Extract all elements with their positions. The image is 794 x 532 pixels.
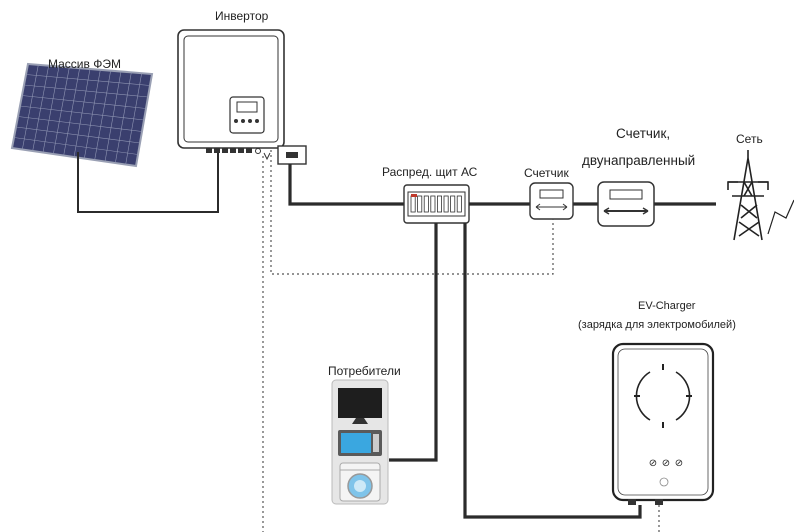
comm-line-meter xyxy=(270,150,554,275)
svg-text:⊘: ⊘ xyxy=(675,458,683,469)
ac-line-inverter xyxy=(288,164,404,206)
breaker xyxy=(456,195,462,213)
washing-machine-icon xyxy=(339,462,381,502)
breaker xyxy=(436,195,442,213)
svg-text:⊘: ⊘ xyxy=(649,458,657,469)
inverter-label: Инвертор xyxy=(215,9,269,23)
pv-array-label: Массив ФЭМ xyxy=(48,57,121,71)
consumers-label: Потребители xyxy=(328,364,401,378)
bidir-meter-label-1: Счетчик, xyxy=(616,126,671,141)
inverter-icon xyxy=(177,29,307,165)
svg-text:⊘: ⊘ xyxy=(662,458,670,469)
pv-grid-line xyxy=(15,126,141,144)
breaker xyxy=(430,195,436,213)
pv-grid-line xyxy=(17,116,143,132)
tv-icon xyxy=(338,388,382,424)
breaker xyxy=(417,195,423,213)
pv-panel-icon xyxy=(10,62,154,168)
breaker xyxy=(450,195,456,213)
grid-tower-icon xyxy=(727,150,794,241)
bidir-meter-label-2: двунаправленный xyxy=(582,153,696,168)
ev-charger-icon: ⊘ ⊘ ⊘ xyxy=(611,342,715,505)
meter-icon xyxy=(529,182,574,220)
pv-grid-line xyxy=(23,84,149,98)
bidirectional-meter-icon xyxy=(597,181,655,227)
breaker xyxy=(410,195,416,213)
microwave-icon xyxy=(338,430,382,456)
ev-charger-label-2: (зарядка для электромобилей) xyxy=(578,319,736,331)
ac-panel-icon xyxy=(403,184,470,224)
grid-label: Сеть xyxy=(736,132,763,146)
breaker xyxy=(423,195,429,213)
ac-line-consumers xyxy=(389,223,438,462)
pv-dc-line xyxy=(77,152,219,213)
meter-label: Счетчик xyxy=(524,166,569,180)
ac-panel-label: Распред. щит АС xyxy=(382,165,478,179)
pv-grid-line xyxy=(25,74,151,86)
pv-grid-line xyxy=(13,137,139,155)
breaker xyxy=(443,195,449,213)
pv-grid-line xyxy=(21,95,147,109)
ev-charger-label-1: EV-Charger xyxy=(638,300,696,312)
panel-indicator xyxy=(411,194,417,197)
ac-line-ev xyxy=(463,223,642,519)
pv-grid-line xyxy=(19,105,145,121)
